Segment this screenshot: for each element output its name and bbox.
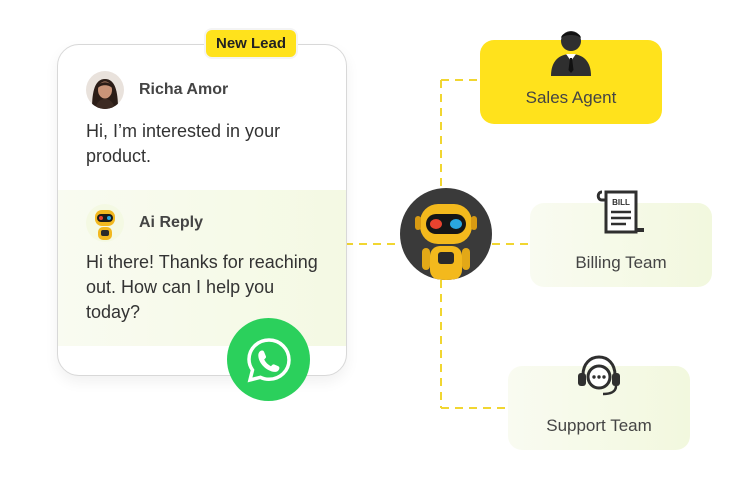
headset-chat-icon	[575, 353, 623, 404]
support-team-label: Support Team	[546, 416, 652, 435]
bill-icon: BILL	[596, 188, 646, 241]
ai-name: Ai Reply	[139, 214, 204, 231]
new-lead-badge: New Lead	[204, 28, 298, 59]
svg-text:BILL: BILL	[612, 198, 630, 207]
billing-team-label: Billing Team	[575, 253, 667, 272]
ai-reply-message: Ai Reply Hi there! Thanks for reaching o…	[58, 190, 346, 346]
chat-card: Richa Amor Hi, I’m interested in your pr…	[57, 44, 347, 376]
ai-avatar	[86, 204, 124, 242]
user-name: Richa Amor	[139, 81, 229, 98]
robot-avatar	[400, 188, 492, 280]
sales-agent-label: Sales Agent	[525, 88, 617, 107]
user-message: Richa Amor Hi, I’m interested in your pr…	[58, 45, 346, 190]
whatsapp-icon[interactable]	[227, 318, 310, 401]
user-message-text: Hi, I’m interested in your product.	[86, 121, 281, 166]
ai-message-text: Hi there! Thanks for reaching out. How c…	[86, 252, 318, 322]
user-avatar	[86, 71, 124, 109]
user-tie-icon	[548, 28, 594, 81]
